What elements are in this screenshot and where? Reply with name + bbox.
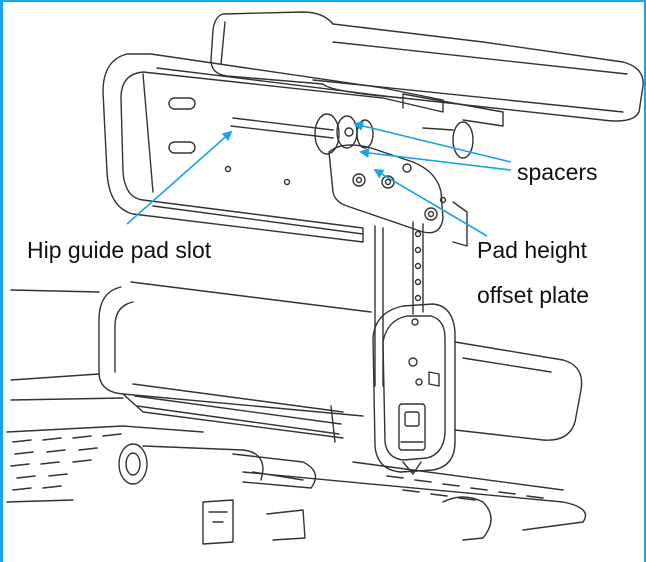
offset-plate [328,144,444,234]
vertical-post [374,201,468,387]
mechanical-line-drawing [6,11,644,545]
label-pad-height: Pad height [477,237,587,263]
label-offset-plate: offset plate [477,282,590,308]
seat-rail [132,383,344,443]
perforated-base-plate [6,425,587,531]
hip-guide-pad [102,53,447,243]
arrow-hip-guide-pad-slot [126,130,233,225]
lower-mount [372,303,456,475]
arrow-spacers-2 [359,147,512,171]
arrow-pad-height-offset-plate [373,168,488,237]
seat-cushion [10,281,583,441]
callout-arrows [126,121,512,237]
top-bracket [402,93,504,159]
upper-cushion [210,11,644,122]
spacer-assembly [314,113,374,155]
arrow-spacers-1 [353,121,512,163]
label-hip-guide-pad-slot: Hip guide pad slot [27,237,212,263]
knob-and-clamps [118,443,492,545]
label-spacers: spacers [517,159,598,185]
